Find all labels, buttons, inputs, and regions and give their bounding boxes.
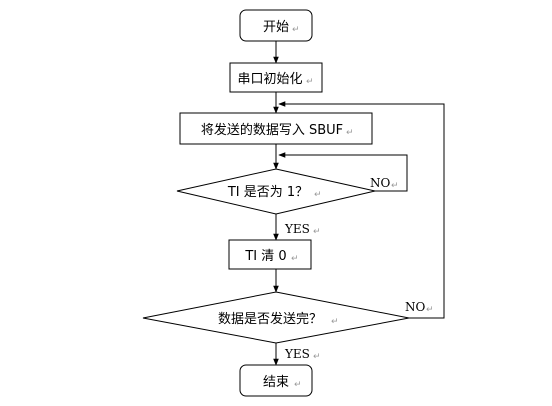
uart-init-node: 串口初始化 ↵	[229, 62, 323, 93]
data-done-decision: 数据是否发送完？ ↵	[142, 291, 410, 344]
paragraph-mark: ↵	[292, 25, 300, 35]
write-sbuf-label: 将发送的数据写入 SBUF	[201, 122, 343, 138]
done-no-label: NO	[405, 300, 426, 314]
uart-init-label: 串口初始化	[237, 72, 302, 87]
paragraph-mark: ↵	[314, 190, 322, 200]
data-done-label: 数据是否发送完？	[218, 311, 322, 327]
ti-no-label: NO	[370, 176, 391, 190]
paragraph-mark: ↵	[313, 227, 321, 237]
ti-yes-label: YES	[284, 222, 310, 236]
ti-clear-label: TI 清 0	[244, 249, 286, 264]
paragraph-mark: ↵	[391, 181, 399, 191]
start-label: 开始	[263, 20, 289, 35]
ti-clear-node: TI 清 0 ↵	[228, 239, 312, 270]
ti-check-label: TI 是否为 1？	[227, 185, 308, 200]
paragraph-mark: ↵	[346, 128, 354, 138]
edge-ti-no-loop	[278, 152, 408, 192]
edge-done-no-loop	[278, 101, 445, 319]
start-node: 开始 ↵	[239, 9, 313, 42]
paragraph-mark: ↵	[291, 254, 299, 264]
ti-check-decision: TI 是否为 1？ ↵	[176, 168, 376, 215]
end-label: 结束	[263, 375, 289, 390]
paragraph-mark: ↵	[331, 317, 339, 327]
write-sbuf-node: 将发送的数据写入 SBUF ↵	[179, 112, 373, 145]
paragraph-mark: ↵	[306, 77, 314, 87]
done-yes-label: YES	[284, 347, 310, 361]
paragraph-mark: ↵	[426, 305, 434, 315]
paragraph-mark: ↵	[313, 352, 321, 362]
end-node: 结束 ↵	[239, 364, 313, 397]
paragraph-mark: ↵	[294, 380, 302, 390]
